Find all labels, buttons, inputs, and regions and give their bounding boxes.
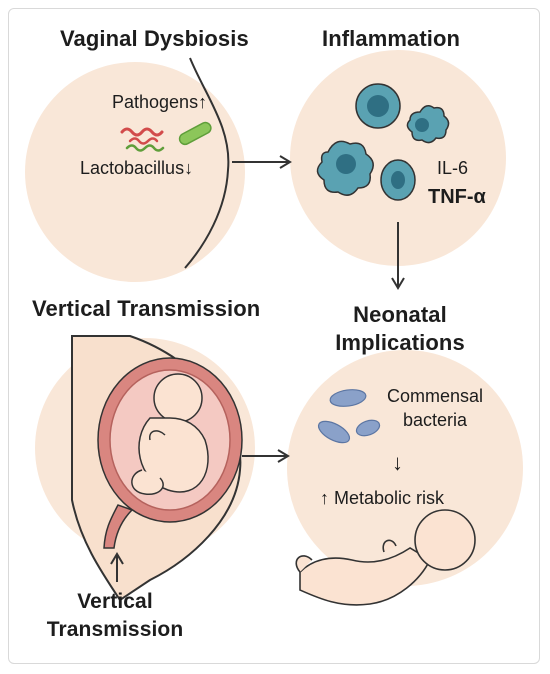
arrowhead-down-1	[391, 277, 405, 290]
title-neonatal: Neonatal	[353, 302, 447, 327]
label-vertical: Vertical	[77, 590, 153, 613]
pathogen-bacteria-red-2	[128, 137, 159, 145]
lactobacillus-text: Lactobacillus	[80, 158, 185, 178]
dysbiosis-circle	[25, 62, 245, 282]
metabolic-up-arrow: ↑	[320, 488, 329, 508]
lactobacillus-rod	[178, 121, 212, 146]
arrow-down-neonatal: ↓	[392, 450, 403, 475]
title-inflammation: Inflammation	[322, 26, 461, 51]
title-implications: Implications	[335, 330, 465, 355]
label-bacteria: bacteria	[402, 410, 468, 430]
pathogen-bacteria-red	[120, 127, 164, 137]
title-vertical-transmission: Vertical Transmission	[32, 296, 261, 321]
lactobacillus-down-arrow: ↓	[184, 158, 194, 178]
label-il6: IL-6	[437, 158, 469, 178]
newborn-baby	[295, 509, 476, 606]
arrowhead-right-1	[279, 155, 292, 169]
label-pathogens: Pathogens↑	[112, 92, 207, 113]
label-metabolic-risk: ↑ Metabolic risk	[320, 488, 444, 509]
commensal-bacteria	[317, 389, 381, 444]
label-tnf-alpha: TNF-α	[428, 186, 486, 208]
arrowhead-up	[110, 552, 124, 565]
title-vaginal-dysbiosis: Vaginal Dysbiosis	[60, 26, 249, 51]
label-lactobacillus: Lactobacillus↓	[80, 158, 193, 179]
arrowhead-right-2	[277, 449, 290, 463]
label-commensal: Commensal	[386, 386, 484, 406]
metabolic-risk-text: Metabolic risk	[334, 488, 445, 508]
diagram-frame	[8, 8, 540, 664]
pathogens-text: Pathogens	[112, 92, 199, 112]
label-transmission: Transmission	[46, 618, 184, 641]
birth-canal	[103, 504, 134, 549]
pathogens-up-arrow: ↑	[198, 92, 208, 112]
inflammation-circle	[290, 50, 506, 266]
inflammatory-cells	[316, 83, 450, 201]
pathogen-bacteria-green	[125, 144, 165, 152]
fetus	[131, 373, 209, 495]
belly-outline-top	[184, 57, 230, 269]
